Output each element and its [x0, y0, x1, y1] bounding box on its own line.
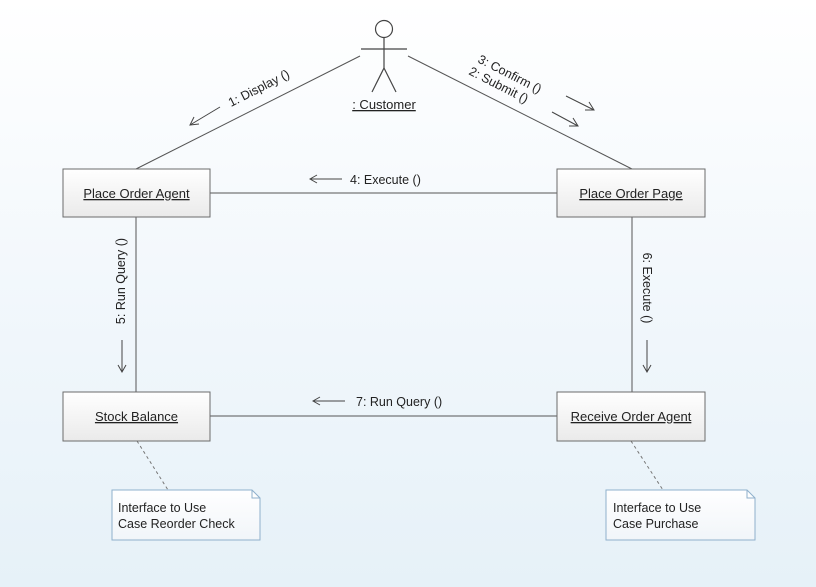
object-stock-balance[interactable]: Stock Balance	[62, 391, 211, 442]
object-place-order-page[interactable]: Place Order Page	[556, 168, 706, 218]
note-purchase-line2: Case Purchase	[613, 517, 699, 531]
note-reorder-check[interactable]: Interface to Use Case Reorder Check	[111, 489, 261, 541]
message-arrow-6	[642, 340, 652, 374]
object-receive-order-agent[interactable]: Receive Order Agent	[556, 391, 706, 442]
note-purchase-line1: Interface to Use	[613, 501, 701, 515]
message-arrow-5	[117, 340, 127, 374]
object-label-place-order-page: Place Order Page	[579, 186, 682, 201]
message-label-7: 7: Run Query ()	[356, 395, 442, 409]
link-customer-agent	[135, 55, 361, 170]
link-customer-page	[407, 55, 633, 170]
note-purchase[interactable]: Interface to Use Case Purchase	[605, 489, 756, 541]
message-arrow-7	[311, 396, 345, 406]
message-arrow-1	[189, 106, 221, 126]
object-label-stock-balance: Stock Balance	[95, 409, 178, 424]
message-arrow-4	[308, 174, 342, 184]
message-label-1: 1: Display ()	[226, 67, 292, 110]
message-label-5: 5: Run Query ()	[114, 238, 128, 324]
message-arrow-2	[551, 111, 579, 127]
note-anchor-purchase	[630, 440, 664, 491]
note-reorder-line1: Interface to Use	[118, 501, 206, 515]
customer-label: : Customer	[352, 97, 416, 112]
message-label-4: 4: Execute ()	[350, 173, 421, 187]
note-reorder-line2: Case Reorder Check	[118, 517, 235, 531]
object-place-order-agent[interactable]: Place Order Agent	[62, 168, 211, 218]
object-label-place-order-agent: Place Order Agent	[83, 186, 190, 201]
message-label-6: 6: Execute ()	[640, 253, 654, 324]
customer-actor[interactable]	[361, 19, 407, 93]
object-label-receive-order-agent: Receive Order Agent	[571, 409, 692, 424]
note-anchor-reorder	[136, 440, 169, 491]
message-arrow-3	[565, 95, 595, 111]
